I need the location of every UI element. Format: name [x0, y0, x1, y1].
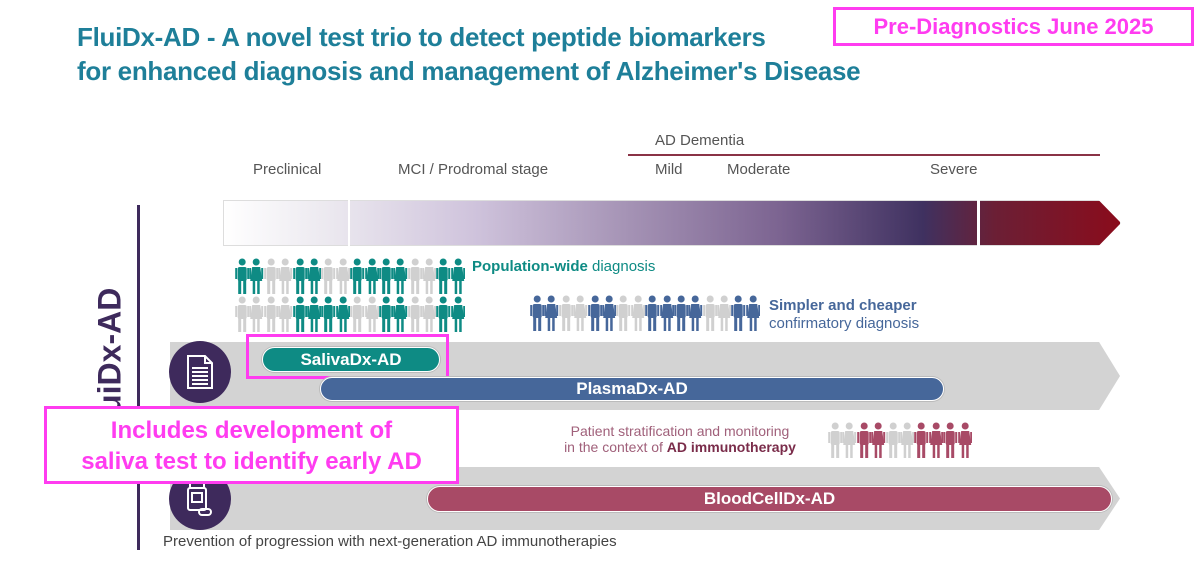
person-icon: [688, 295, 703, 331]
person-icon: [928, 422, 943, 458]
stage-severe: Severe: [930, 161, 978, 178]
title-line-1: FluiDx-AD - A novel test trio to detect …: [77, 22, 766, 52]
vertical-axis-line: [137, 205, 140, 550]
person-icon: [717, 295, 732, 331]
stage-divider: [977, 198, 980, 248]
person-icon: [731, 295, 746, 331]
person-icon: [856, 422, 871, 458]
annotation-box: Includes development of saliva test to i…: [44, 406, 459, 484]
person-icon: [379, 296, 394, 332]
stratification-caption-bold: AD immunotherapy: [666, 439, 796, 455]
person-icon: [630, 295, 645, 331]
person-icon: [914, 422, 929, 458]
annotation-line-2: saliva test to identify early AD: [81, 448, 422, 475]
person-icon: [393, 296, 408, 332]
person-icon: [263, 296, 278, 332]
person-icon: [587, 295, 602, 331]
person-icon: [943, 422, 958, 458]
plasma-test-pill: PlasmaDx-AD: [320, 377, 944, 401]
stage-preclinical: Preclinical: [253, 161, 322, 178]
stratification-caption-2: in the context of: [564, 439, 667, 455]
person-icon: [436, 296, 451, 332]
person-icon: [422, 296, 437, 332]
date-badge: Pre-Diagnostics June 2025: [833, 7, 1194, 46]
saliva-test-pill: SalivaDx-AD: [262, 347, 440, 372]
population-caption: Population-wide diagnosis: [472, 258, 655, 275]
stratification-icons-row: [828, 422, 972, 459]
document-icon: [169, 341, 231, 403]
person-icon: [350, 258, 365, 294]
person-icon: [379, 258, 394, 294]
person-icon: [364, 258, 379, 294]
person-icon: [842, 422, 857, 458]
person-icon: [321, 258, 336, 294]
person-icon: [530, 295, 545, 331]
person-icon: [249, 258, 264, 294]
population-icons-row: [235, 258, 466, 295]
population-caption-rest: diagnosis: [587, 258, 656, 275]
person-icon: [659, 295, 674, 331]
person-icon: [871, 422, 886, 458]
person-icon: [393, 258, 408, 294]
person-icon: [278, 258, 293, 294]
person-icon: [307, 258, 322, 294]
person-icon: [278, 296, 293, 332]
dementia-divider: [628, 154, 1100, 156]
bloodcell-test-pill: BloodCellDx-AD: [427, 486, 1112, 512]
confirmatory-caption-2: confirmatory diagnosis: [769, 315, 920, 332]
person-icon: [350, 296, 365, 332]
person-icon: [645, 295, 660, 331]
person-icon: [364, 296, 379, 332]
person-icon: [436, 258, 451, 294]
saliva-highlight-box: [246, 334, 449, 379]
stratification-caption-1: Patient stratification and monitoring: [570, 423, 790, 439]
stage-mci: MCI / Prodromal stage: [398, 161, 549, 178]
person-icon: [263, 258, 278, 294]
person-icon: [957, 422, 972, 458]
person-icon: [307, 296, 322, 332]
title-line-2: for enhanced diagnosis and management of…: [77, 56, 861, 86]
person-icon: [292, 258, 307, 294]
person-icon: [235, 258, 250, 294]
person-icon: [674, 295, 689, 331]
person-icon: [616, 295, 631, 331]
person-icon: [451, 258, 466, 294]
stage-moderate: Moderate: [727, 161, 791, 178]
person-icon: [335, 258, 350, 294]
person-icon: [249, 296, 264, 332]
person-icon: [407, 258, 422, 294]
population-icons-row: [235, 296, 466, 333]
person-icon: [885, 422, 900, 458]
person-icon: [702, 295, 717, 331]
stratification-caption: Patient stratification and monitoring in…: [510, 423, 850, 455]
person-icon: [573, 295, 588, 331]
person-icon: [451, 296, 466, 332]
person-icon: [900, 422, 915, 458]
confirmatory-icons-row: [530, 295, 761, 332]
annotation-line-1: Includes development of: [110, 417, 393, 444]
confirmatory-caption-1: Simpler and cheaper: [769, 297, 917, 314]
person-icon: [544, 295, 559, 331]
person-icon: [335, 296, 350, 332]
person-icon: [407, 296, 422, 332]
person-icon: [558, 295, 573, 331]
disease-progression-arrow: [223, 200, 1121, 246]
person-icon: [602, 295, 617, 331]
stage-divider: [348, 198, 350, 248]
person-icon: [321, 296, 336, 332]
person-icon: [746, 295, 761, 331]
stage-mild: Mild: [655, 161, 683, 178]
person-icon: [235, 296, 250, 332]
ad-dementia-label: AD Dementia: [655, 132, 745, 149]
person-icon: [828, 422, 843, 458]
population-caption-bold: Population-wide: [472, 258, 588, 275]
prevention-caption: Prevention of progression with next-gene…: [163, 533, 617, 550]
person-icon: [422, 258, 437, 294]
person-icon: [292, 296, 307, 332]
